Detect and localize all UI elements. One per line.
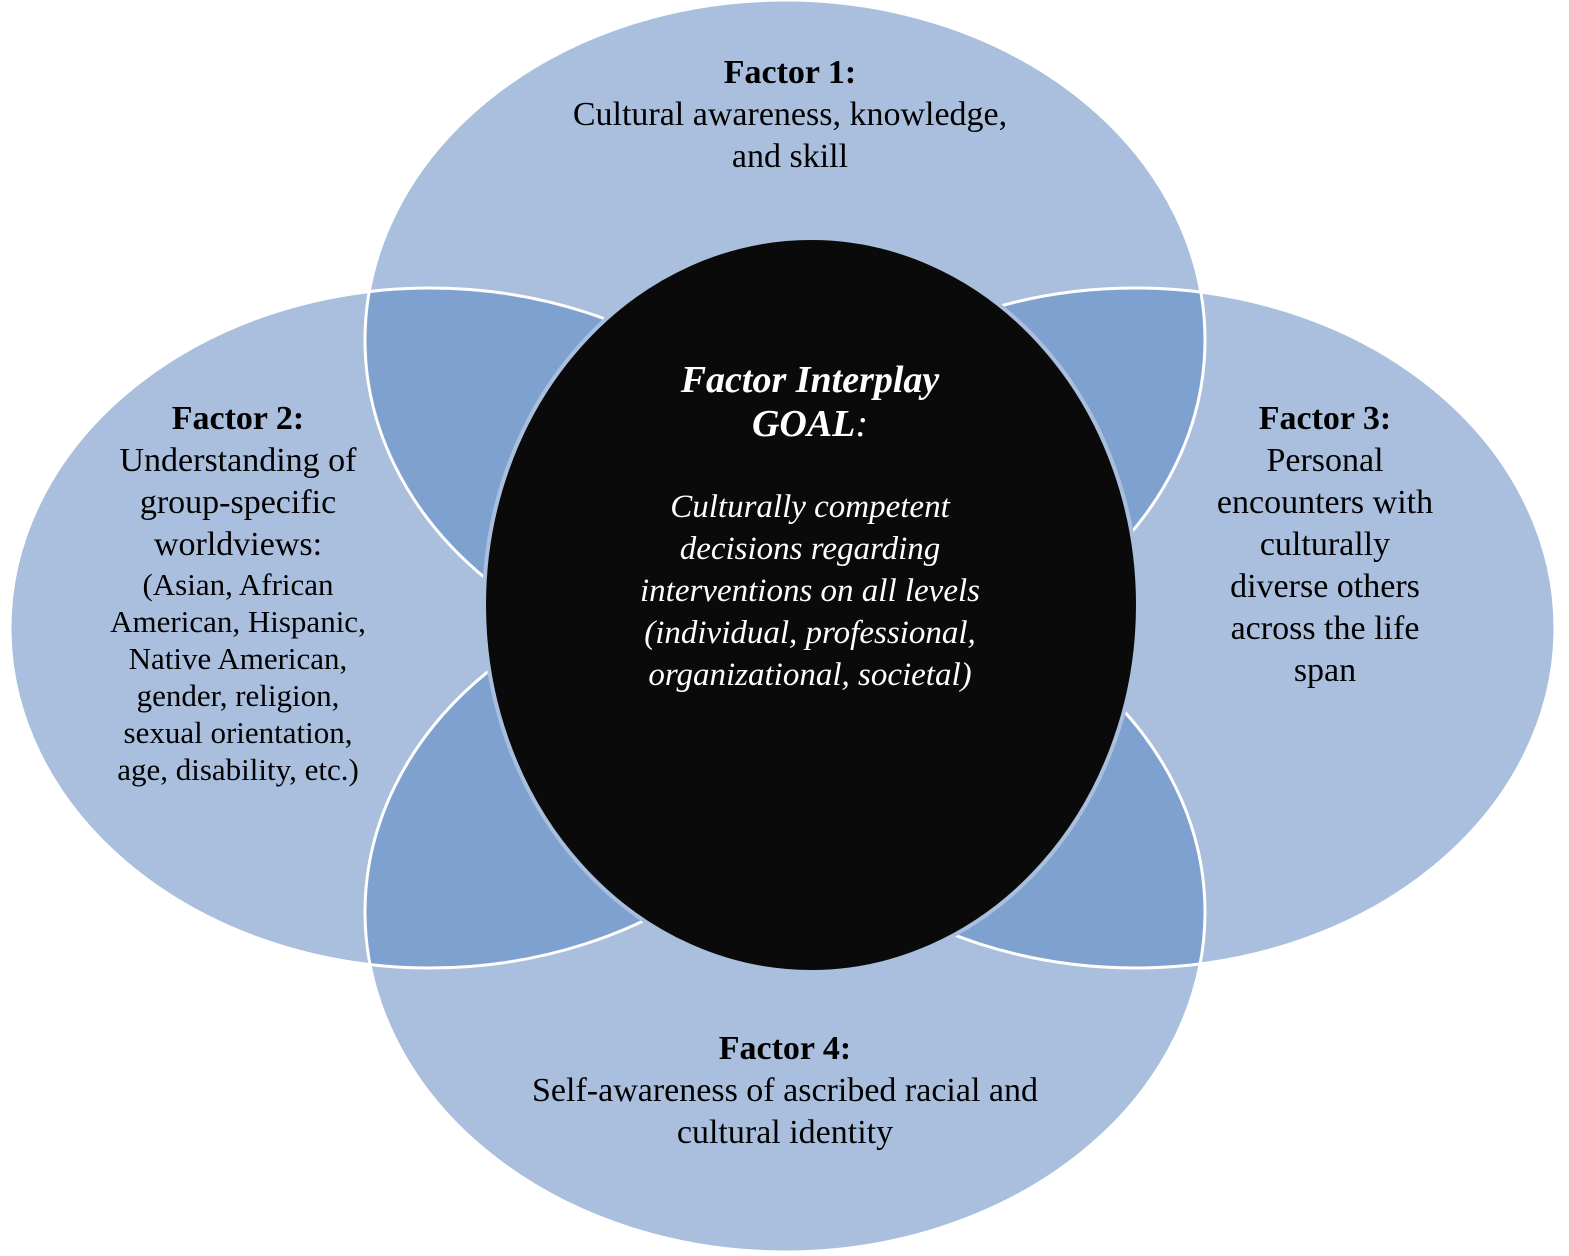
center-title-line1: Factor Interplay [680,359,940,401]
center-text-line: decisions regarding [679,531,941,567]
factor2-detail-line: (Asian, African [142,567,334,602]
factor4-text-line: Self-awareness of ascribed racial and [532,1072,1038,1109]
factor3-text-line: diverse others [1230,568,1420,605]
center-spacer [580,446,1040,486]
factor1-text-line: Cultural awareness, knowledge, [572,96,1008,133]
factor2-detail-line: sexual orientation, [123,715,353,750]
center-title-line2: GOAL: [580,402,1040,446]
factor3-text-line: culturally [1259,526,1391,563]
center-text-line: organizational, societal) [648,657,972,693]
factor3-title: Factor 3: [1258,400,1392,437]
factor2-detail-line: American, Hispanic, [110,604,366,639]
factor2-label: Factor 2: Understanding of group-specifi… [88,398,388,788]
factor3-label: Factor 3: Personal encounters with cultu… [1190,398,1460,692]
center-goal-colon: : [855,403,869,445]
factor2-text-line: group-specific [139,484,337,521]
factor2-text-line: Understanding of [119,442,357,479]
factor2-detail-line: gender, religion, [136,678,340,713]
center-goal-word: GOAL [751,403,856,445]
center-text-line: Culturally competent [670,489,950,525]
factor4-label: Factor 4: Self-awareness of ascribed rac… [485,1028,1085,1154]
factor4-text-line: cultural identity [676,1114,894,1151]
factor1-label: Factor 1: Cultural awareness, knowledge,… [520,52,1060,178]
factor3-text-line: span [1293,652,1357,689]
factor2-detail-line: age, disability, etc.) [117,752,359,787]
factor3-text-line: across the life [1230,610,1420,647]
center-text-line: (individual, professional, [644,615,976,651]
factor3-text-line: Personal [1266,442,1384,479]
factor3-text-line: encounters with [1216,484,1434,521]
center-text-line: interventions on all levels [639,573,980,609]
center-goal-circle [482,236,1140,974]
factor2-detail-line: Native American, [128,641,348,676]
factor2-text-line: worldviews: [153,526,323,563]
factor1-title: Factor 1: [723,54,857,91]
center-goal-label: Factor Interplay GOAL: Culturally compet… [580,358,1040,696]
factor4-title: Factor 4: [718,1030,852,1067]
factor2-title: Factor 2: [171,400,305,437]
factor1-text-line: and skill [731,138,849,175]
